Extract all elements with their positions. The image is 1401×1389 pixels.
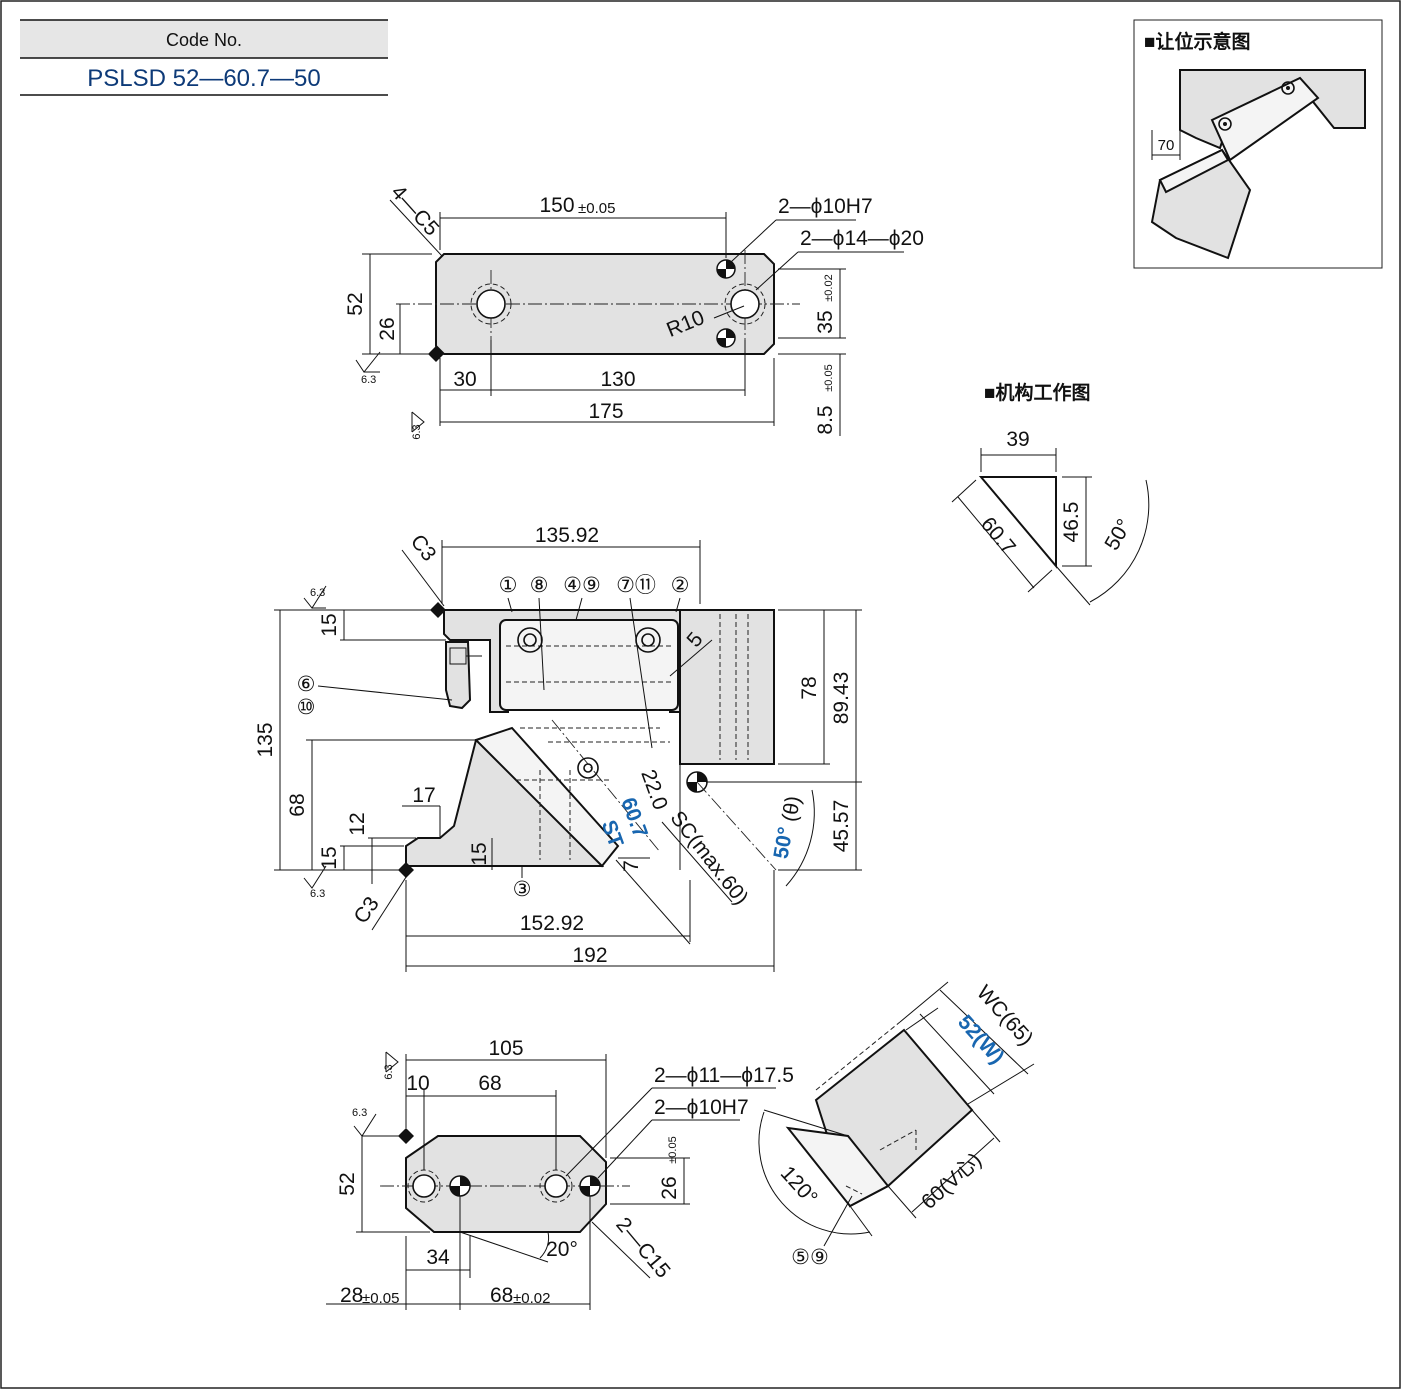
mechanism-dim-46-5: 46.5 (1060, 502, 1083, 543)
front-view: 135.92 C3 ① ⑧ ④⑨ ⑦⑪ ② ⑥ ⑩ ③ 5 135 68 15 (254, 524, 862, 972)
top-dim-175: 175 (588, 400, 623, 423)
front-callout-6: ⑥ (297, 673, 316, 696)
bottom-angle-20: 20° (546, 1238, 578, 1261)
mechanism-dim-39: 39 (1006, 428, 1029, 451)
front-callout-2: ② (671, 574, 690, 597)
top-dim-8-5: 8.5 (814, 405, 837, 434)
front-roughness-bottom: 6.3 (310, 888, 325, 900)
bottom-tol-28: ±0.05 (362, 1290, 399, 1307)
front-roughness-top: 6.3 (310, 587, 325, 599)
bottom-tol-68: ±0.02 (513, 1290, 550, 1307)
front-callout-4-9: ④⑨ (563, 574, 601, 597)
top-hole-cb: 2—ϕ14—ϕ20 (800, 227, 924, 250)
front-callout-1: ① (499, 574, 518, 597)
bottom-dim-68: 68 (478, 1072, 501, 1095)
front-callout-3: ③ (513, 878, 532, 901)
bottom-hole-pin: 2—ϕ10H7 (654, 1096, 749, 1119)
clearance-dim-70: 70 (1158, 137, 1175, 154)
bottom-roughness-top: 6.3 (383, 1064, 395, 1079)
pin-hole-marker (579, 1175, 601, 1197)
front-dim-78: 78 (798, 676, 821, 699)
top-dim-52: 52 (344, 292, 367, 315)
front-dim-15-top: 15 (318, 613, 341, 636)
iso-callout-5-9: ⑤⑨ (791, 1246, 829, 1269)
front-callout-8: ⑧ (530, 574, 549, 597)
front-dim-135: 135 (254, 722, 277, 757)
front-dim-135-92: 135.92 (535, 524, 599, 547)
bottom-tol-26: ±0.05 (667, 1136, 679, 1163)
front-dim-17: 17 (412, 784, 435, 807)
bottom-hole-cb: 2—ϕ11—ϕ17.5 (654, 1064, 794, 1087)
top-dim-30: 30 (453, 368, 476, 391)
top-dim-26: 26 (376, 317, 399, 340)
front-dim-7: 7 (620, 860, 643, 872)
front-dim-45-57: 45.57 (830, 800, 853, 853)
top-hole-pin: 2—ϕ10H7 (778, 195, 873, 218)
code-number-block: Code No. PSLSD 52—60.7—50 (20, 19, 388, 96)
bottom-dim-105: 105 (488, 1037, 523, 1060)
top-roughness-left: 6.3 (361, 374, 376, 386)
clearance-diagram: ■让位示意图 70 (1133, 19, 1383, 269)
top-tol-150: ±0.05 (578, 200, 615, 217)
front-dim-15-bot: 15 (318, 846, 341, 869)
bottom-dim-68b: 68 (490, 1284, 513, 1307)
bottom-dim-52: 52 (336, 1172, 359, 1195)
front-dim-12: 12 (346, 812, 369, 835)
pin-hole-marker (716, 259, 736, 279)
bottom-dim-26: 26 (658, 1176, 681, 1199)
top-dim-150: 150 (539, 194, 574, 217)
front-theta: (θ) (778, 794, 805, 823)
front-angle: 50° (770, 825, 798, 860)
front-dim-192: 192 (572, 944, 607, 967)
code-value: PSLSD 52—60.7—50 (87, 65, 320, 92)
pin-hole-marker (449, 1175, 471, 1197)
front-dim-89-43: 89.43 (830, 672, 853, 725)
bottom-roughness-left: 6.3 (352, 1107, 367, 1119)
mechanism-diagram-title: ■机构工作图 (984, 381, 1090, 404)
front-dim-15-inner: 15 (468, 842, 491, 865)
pin-hole-marker (716, 328, 736, 348)
bottom-dim-10: 10 (406, 1072, 429, 1095)
code-title: Code No. (166, 30, 242, 50)
top-roughness-bottom: 6.3 (411, 424, 423, 439)
top-tol-35: ±0.02 (823, 274, 835, 301)
bottom-dim-28: 28 (340, 1284, 363, 1307)
bottom-view: 105 10 68 2—ϕ11—ϕ17.5 2—ϕ10H7 6.3 6.3 52… (326, 1037, 794, 1310)
top-dim-35: 35 (814, 310, 837, 333)
top-tol-8-5: ±0.05 (823, 364, 835, 391)
top-dim-130: 130 (600, 368, 635, 391)
front-dim-68: 68 (286, 793, 309, 816)
bottom-dim-34: 34 (426, 1246, 450, 1269)
front-callout-10: ⑩ (297, 696, 316, 719)
clearance-diagram-title: ■让位示意图 (1144, 30, 1250, 53)
front-dim-152-92: 152.92 (520, 912, 584, 935)
front-callout-7-11: ⑦⑪ (616, 574, 656, 597)
top-view: 150 ±0.05 4—C5 2—ϕ10H7 2—ϕ14—ϕ20 R10 52 … (344, 181, 924, 440)
